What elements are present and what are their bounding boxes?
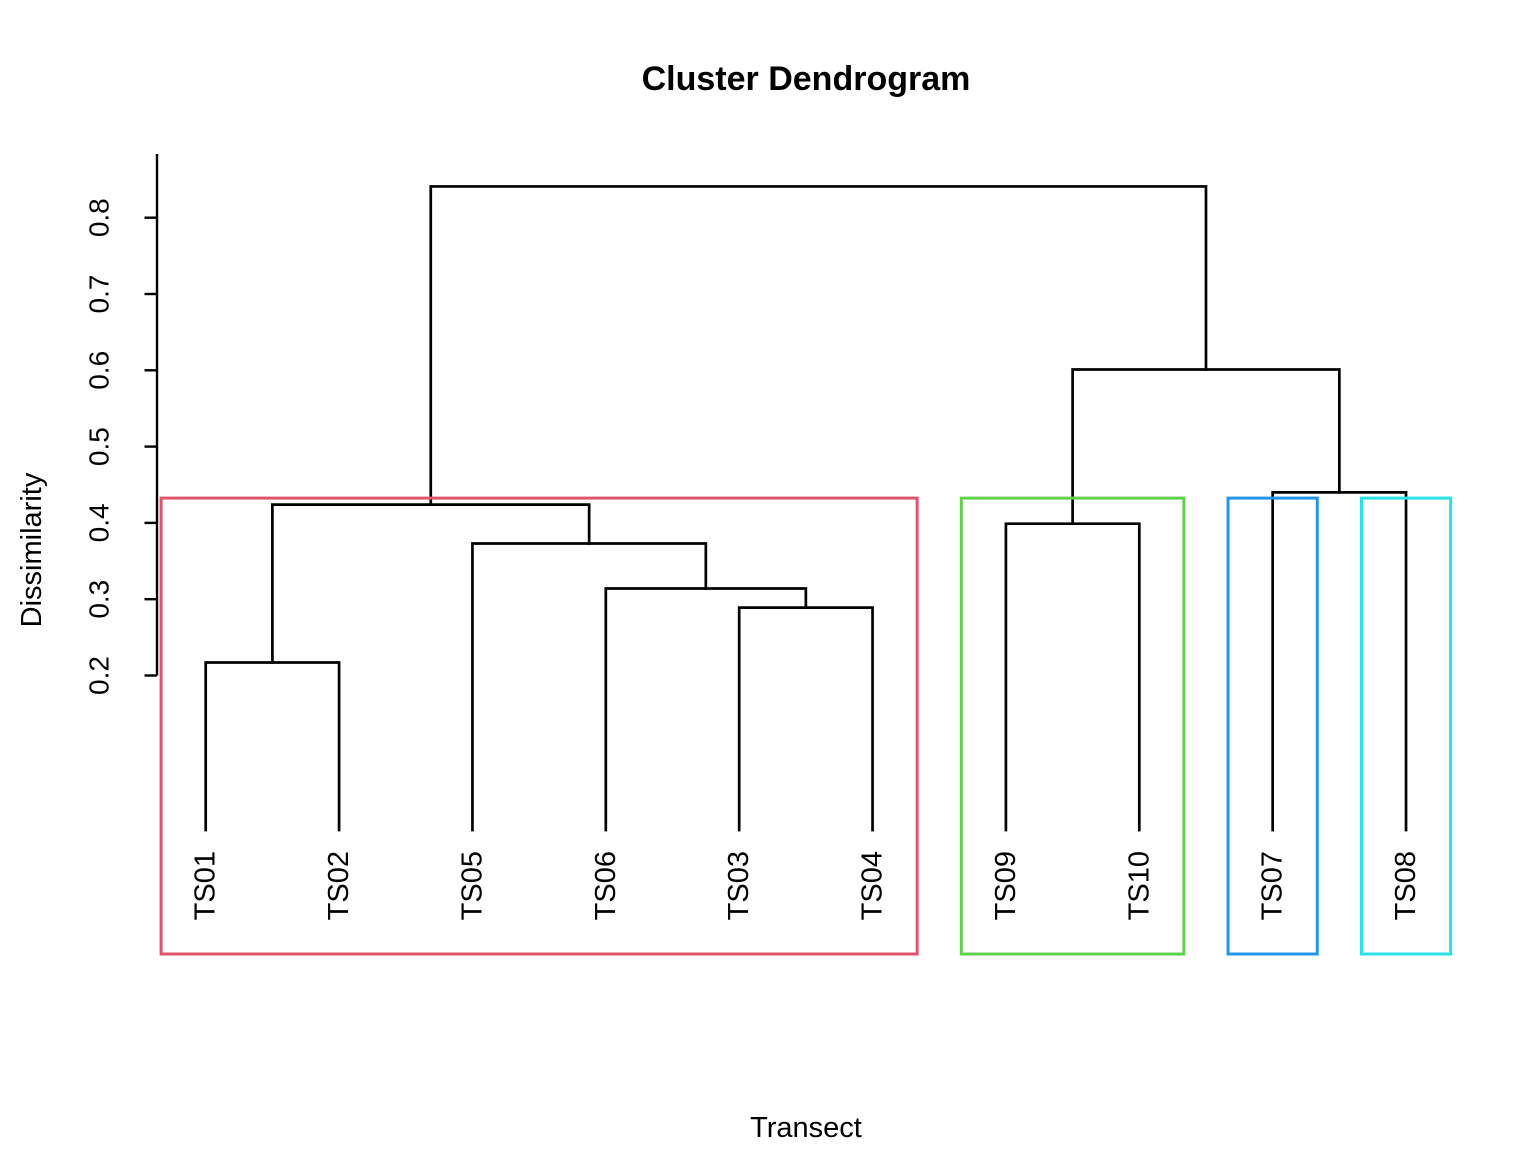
leaf-label: TS02 — [323, 851, 355, 920]
leaf-label: TS04 — [857, 851, 889, 920]
merge-link — [471, 542, 708, 832]
leaf-label: TS10 — [1123, 851, 1155, 920]
merge-link — [604, 587, 808, 832]
leaf-label: TS05 — [456, 851, 488, 920]
y-tick-label: 0.5 — [84, 427, 115, 466]
cluster-box — [159, 496, 919, 956]
cluster-box — [1226, 496, 1319, 956]
leaf-label: TS03 — [723, 851, 755, 920]
leaf-label: TS06 — [590, 851, 622, 920]
y-tick-label: 0.7 — [84, 275, 115, 314]
cluster-box — [1359, 496, 1453, 956]
leaf-label: TS01 — [190, 851, 222, 920]
y-tick-label: 0.3 — [84, 580, 115, 619]
y-tick-label: 0.6 — [84, 351, 115, 390]
leaf-label: TS08 — [1390, 851, 1422, 920]
merge-link — [271, 503, 591, 664]
merge-link — [1071, 368, 1341, 526]
cluster-box — [959, 496, 1186, 956]
merge-link — [737, 606, 874, 832]
merge-link — [429, 185, 1208, 506]
y-tick-label: 0.4 — [84, 503, 115, 542]
x-axis-label: Transect — [750, 1112, 862, 1144]
merge-link — [1271, 491, 1408, 832]
merge-link — [1004, 522, 1141, 832]
y-tick-label: 0.8 — [84, 198, 115, 237]
merge-link — [204, 661, 341, 832]
y-tick-label: 0.2 — [84, 656, 115, 695]
chart-title: Cluster Dendrogram — [641, 60, 971, 98]
leaf-label: TS07 — [1257, 851, 1289, 920]
leaf-label: TS09 — [990, 851, 1022, 920]
